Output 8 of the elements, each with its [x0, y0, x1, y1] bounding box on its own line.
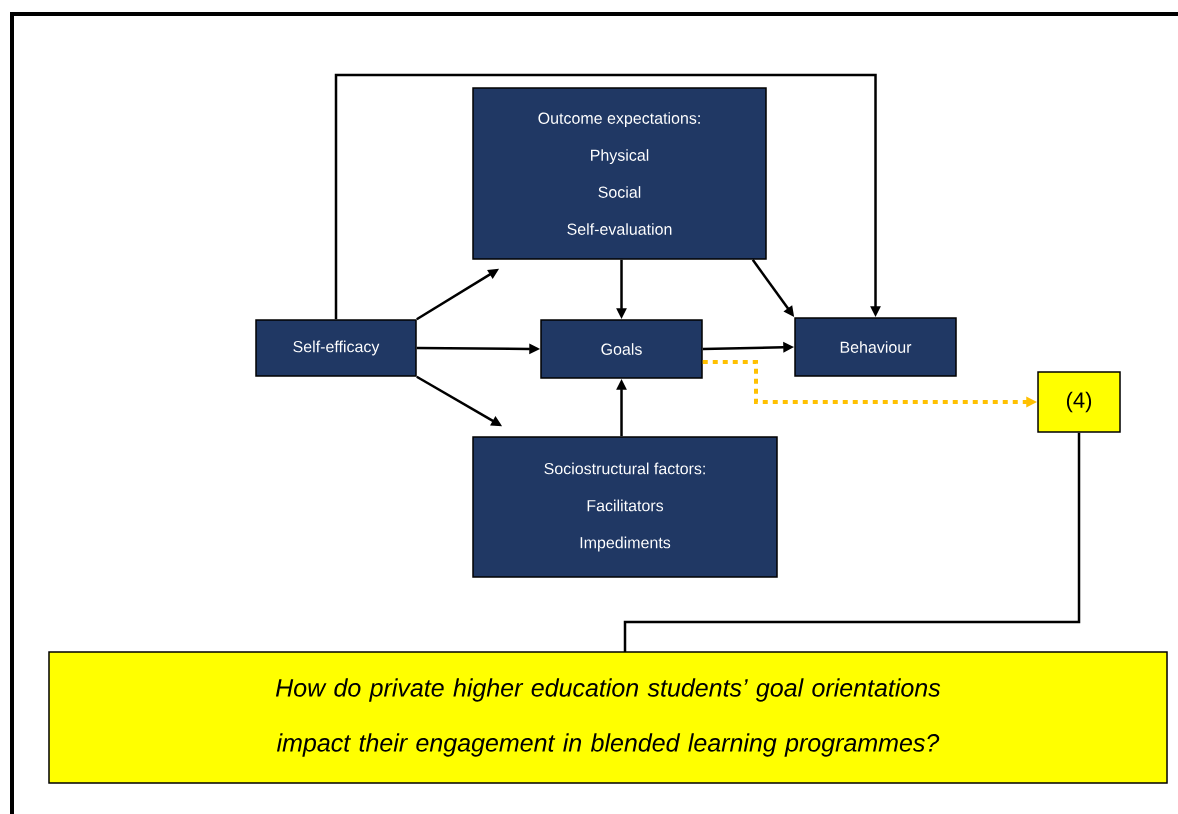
process-box: Self-efficacy	[255, 319, 417, 377]
question-box: How do private higher education students’ goal orientations impact their engagement in blended learning programmes?	[48, 651, 1168, 784]
process-box: Sociostructural factors: Facilitators Impediments	[472, 436, 778, 578]
process-box: Goals	[540, 319, 703, 379]
arrow	[334, 73, 881, 320]
number-box: (4)	[1037, 371, 1121, 433]
process-box: Outcome expectations: Physical Social Self-evaluation	[472, 87, 767, 260]
process-box: Behaviour	[794, 317, 957, 377]
